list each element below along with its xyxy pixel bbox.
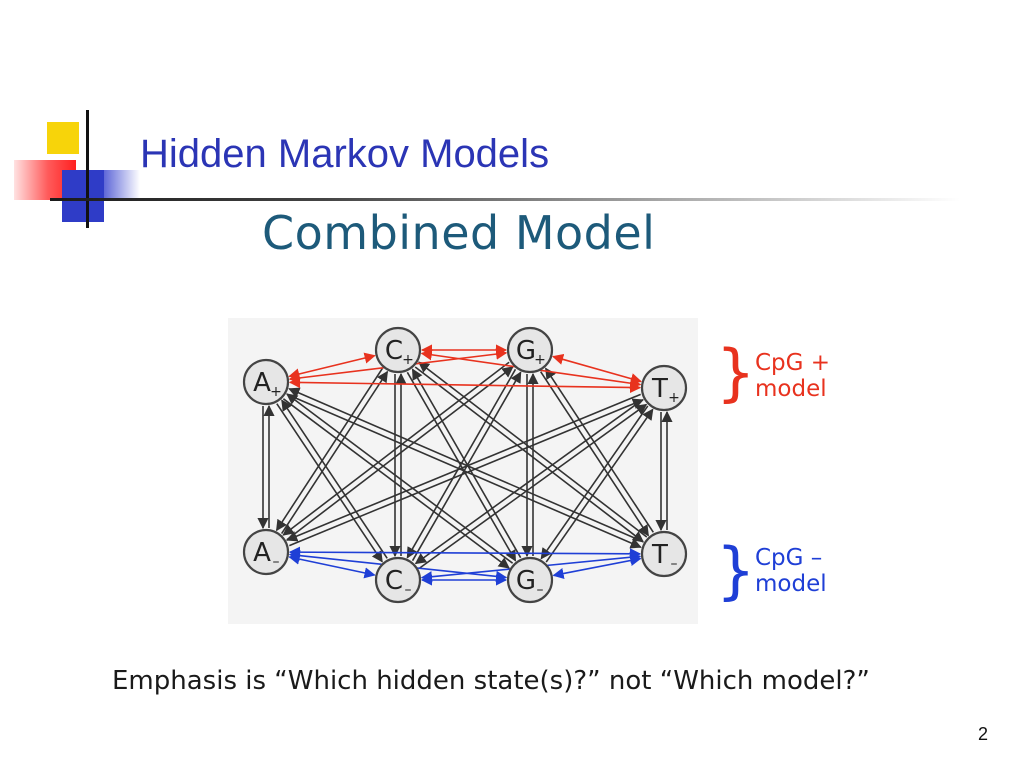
state-node-sign: + <box>534 352 546 368</box>
state-node-c-plus: C+ <box>374 326 422 374</box>
cpg-minus-line2: model <box>755 571 827 597</box>
state-node-circle <box>640 364 688 412</box>
edge-plus-a-t <box>288 376 642 394</box>
cpg-minus-brace: } <box>716 534 756 607</box>
state-node-letter: A <box>253 368 271 398</box>
state-node-circle <box>374 556 422 604</box>
state-node-letter: T <box>651 540 668 570</box>
edge-aplus-tminus-back <box>288 387 644 543</box>
page-number: 2 <box>978 724 989 744</box>
edge-aplus-gminus <box>282 398 510 569</box>
state-node-g-plus: G+ <box>506 326 554 374</box>
cpg-plus-line2: model <box>755 376 827 402</box>
state-node-circle <box>242 358 290 406</box>
edge-tplus-cminus <box>414 398 644 565</box>
edge-cplus-aminus-back <box>280 370 389 534</box>
state-node-sign: + <box>270 384 282 400</box>
state-node-sign: + <box>668 390 680 406</box>
blue-fade <box>104 170 140 200</box>
edge-aplus-gminus-back <box>286 393 514 564</box>
title-rule <box>50 198 960 201</box>
edge-tplus-gminus-back <box>545 408 654 563</box>
state-node-t-minus: T– <box>640 530 688 578</box>
yellow-square <box>47 122 79 154</box>
edge-gplus-cminus <box>406 368 517 559</box>
edge-tplus-aminus-back <box>289 398 644 547</box>
state-node-circle <box>506 556 554 604</box>
edge-cplus-gminus <box>406 371 517 562</box>
cpg-plus-brace: } <box>716 336 756 409</box>
state-node-c-minus: C– <box>374 556 422 604</box>
state-node-sign: – <box>671 556 678 572</box>
edge-gplus-aminus <box>282 361 510 536</box>
state-node-letter: A <box>253 538 271 568</box>
state-node-circle <box>506 326 554 374</box>
cpg-minus-line1: CpG – <box>755 545 823 571</box>
state-node-letter: C <box>385 566 403 596</box>
state-node-letter: G <box>516 336 536 366</box>
cpg-minus-label: CpG – model <box>755 545 827 597</box>
state-node-g-minus: G– <box>506 556 554 604</box>
edge-aplus-cminus <box>276 403 383 563</box>
state-node-a-plus: A+ <box>242 358 290 406</box>
state-node-sign: + <box>402 352 414 368</box>
edge-cplus-aminus <box>275 368 384 532</box>
state-node-circle <box>640 530 688 578</box>
slide-title: Hidden Markov Models <box>140 132 550 176</box>
state-node-sign: – <box>537 582 544 598</box>
edge-minus-a-t <box>288 546 642 560</box>
cpg-plus-line1: CpG + <box>755 350 831 376</box>
edge-aplus-cminus-back <box>281 399 388 559</box>
state-node-circle <box>374 326 422 374</box>
state-node-a-minus: A– <box>242 528 290 576</box>
edge-gplus-tminus-back <box>545 367 654 533</box>
vertical-rule <box>86 110 89 228</box>
transition-edges <box>257 344 673 586</box>
state-node-letter: T <box>651 374 668 404</box>
edge-gplus-aminus-back <box>286 366 514 541</box>
state-node-t-plus: T+ <box>640 364 688 412</box>
state-nodes: A+C+G+T+A–C–G–T– <box>242 326 688 604</box>
cpg-plus-label: CpG + model <box>755 350 830 402</box>
edge-tplus-cminus-back <box>418 403 648 570</box>
state-node-circle <box>242 528 290 576</box>
edge-tplus-aminus <box>286 393 641 542</box>
diagram-title: Combined Model <box>262 206 656 260</box>
edge-cplus-gminus-back <box>411 368 522 559</box>
blue-square <box>62 170 104 222</box>
corner-decoration <box>0 100 140 230</box>
state-node-letter: G <box>516 566 536 596</box>
state-node-letter: C <box>385 336 403 366</box>
diagram-panel: A+C+G+T+A–C–G–T– <box>228 318 698 624</box>
state-node-sign: – <box>273 554 280 570</box>
edge-gplus-tminus <box>540 371 649 537</box>
edge-plus-g-t <box>552 353 642 385</box>
hmm-state-diagram: A+C+G+T+A–C–G–T– <box>242 326 688 604</box>
state-node-sign: – <box>405 582 412 598</box>
edge-tplus-gminus <box>540 405 649 560</box>
edge-cplus-tminus <box>414 366 645 543</box>
emphasis-caption: Emphasis is “Which hidden state(s)?” not… <box>112 666 870 696</box>
edge-minus-g-t <box>552 554 642 580</box>
